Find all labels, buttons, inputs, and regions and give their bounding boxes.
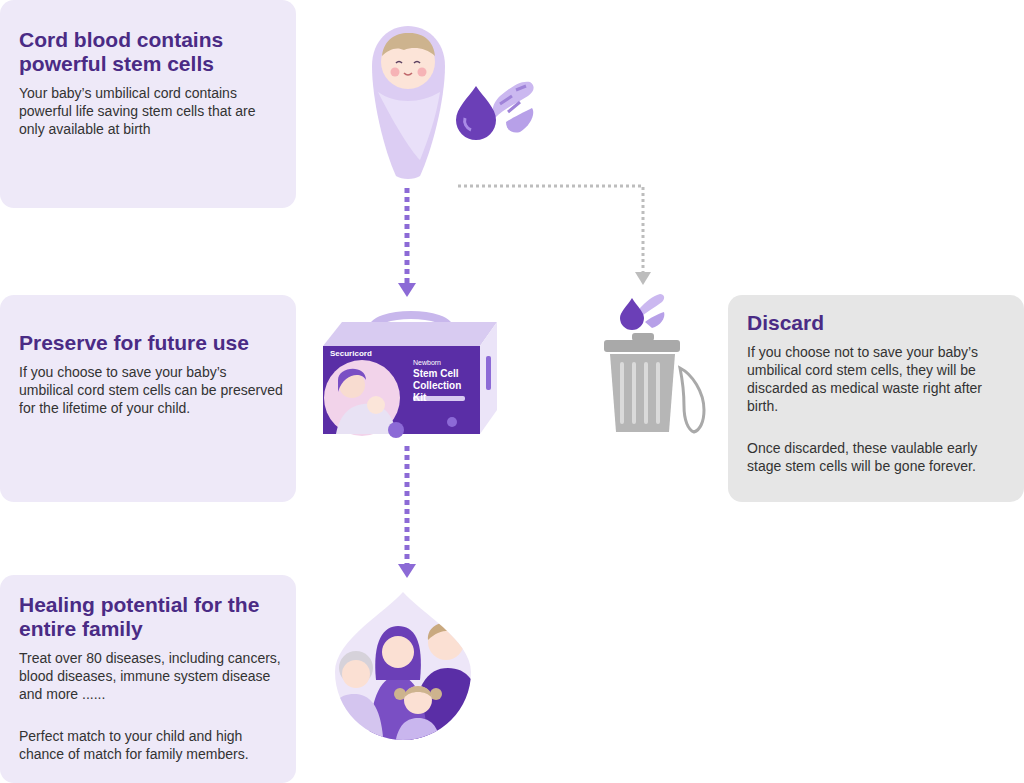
dotted-line <box>458 186 643 272</box>
mother-hair <box>375 626 421 680</box>
trash-slit <box>644 362 648 424</box>
panel-body: If you choose to save your baby’s umbili… <box>19 363 284 417</box>
baby-mouth <box>404 73 412 75</box>
blanket-fold <box>378 92 440 160</box>
trash-slit <box>620 362 624 424</box>
cord-stripe <box>500 86 526 112</box>
cord-twist <box>645 312 664 328</box>
kit-photo <box>324 360 400 436</box>
dashed-line <box>405 188 410 284</box>
kit-dot <box>388 422 404 438</box>
kit-photo-hair <box>338 369 366 392</box>
kit-side <box>480 322 497 434</box>
panel-body: Once discarded, these vaulable early sta… <box>747 439 1012 475</box>
baby-cheek <box>391 68 400 77</box>
trash-slit <box>632 362 636 424</box>
father-hair <box>428 622 464 640</box>
child-hair <box>404 686 432 698</box>
blood-drop <box>456 86 496 140</box>
arrow-head <box>398 283 416 297</box>
swaddle-blanket <box>372 26 445 179</box>
kit-label: Stem Cell Collection Kit <box>413 368 477 404</box>
blood-drop-cord <box>620 294 664 330</box>
grandmother-face <box>342 660 370 688</box>
baby-cheek <box>418 68 427 77</box>
mother-face <box>382 636 414 668</box>
flow-arrow <box>398 188 416 297</box>
dashed-line <box>405 446 410 565</box>
panel-body: If you choose not to save your baby’s um… <box>747 343 1012 415</box>
kit-front <box>323 346 480 434</box>
panel-body: Your baby’s umbilical cord contains powe… <box>19 84 284 138</box>
cord-twist <box>506 108 533 133</box>
baby-eye <box>396 62 402 64</box>
child-body <box>394 718 442 760</box>
baby-hair <box>382 33 435 56</box>
kit-photo-body <box>336 404 396 434</box>
flow-arrow <box>398 446 416 578</box>
kit-dot <box>447 417 457 427</box>
trash-body <box>610 354 675 432</box>
blood-drop <box>620 298 644 330</box>
info-panel: Preserve for future use If you choose to … <box>0 295 296 502</box>
info-panel: Healing potential for the entire familyT… <box>0 575 296 783</box>
kit-photo-baby <box>367 396 385 414</box>
kit-top <box>323 322 497 346</box>
trash-can <box>604 333 704 432</box>
kit-label: Newborn <box>413 358 473 367</box>
arrow-head <box>398 564 416 578</box>
drop-highlight <box>465 118 471 130</box>
trash-lid <box>604 340 680 352</box>
panel-heading: Preserve for future use <box>19 331 284 355</box>
family-illustration <box>322 592 486 760</box>
baby-illustration <box>372 26 445 179</box>
blood-drop-cord <box>456 82 534 140</box>
panel-heading: Discard <box>747 311 1012 335</box>
grandmother-body <box>322 694 384 760</box>
panel-body: Perfect match to your child and high cha… <box>19 727 284 763</box>
panel-heading: Healing potential for the entire family <box>19 593 284 641</box>
collection-kit <box>323 315 497 438</box>
open-lid <box>680 368 704 432</box>
info-panel: Discard If you choose not to save your ba… <box>728 295 1024 502</box>
discard-arrow <box>458 186 651 285</box>
baby-eye <box>414 62 420 64</box>
arrow-head <box>635 272 651 285</box>
panel-body: Treat over 80 diseases, including cancer… <box>19 649 284 703</box>
child-face <box>404 686 432 714</box>
trash-slit <box>656 362 660 424</box>
kit-label: Securicord <box>330 349 400 359</box>
panel-heading: Cord blood contains powerful stem cells <box>19 28 284 76</box>
kit-side-logo <box>486 356 491 390</box>
info-panel: Cord blood contains powerful stem cellsY… <box>0 0 296 208</box>
lid-handle <box>632 333 654 341</box>
